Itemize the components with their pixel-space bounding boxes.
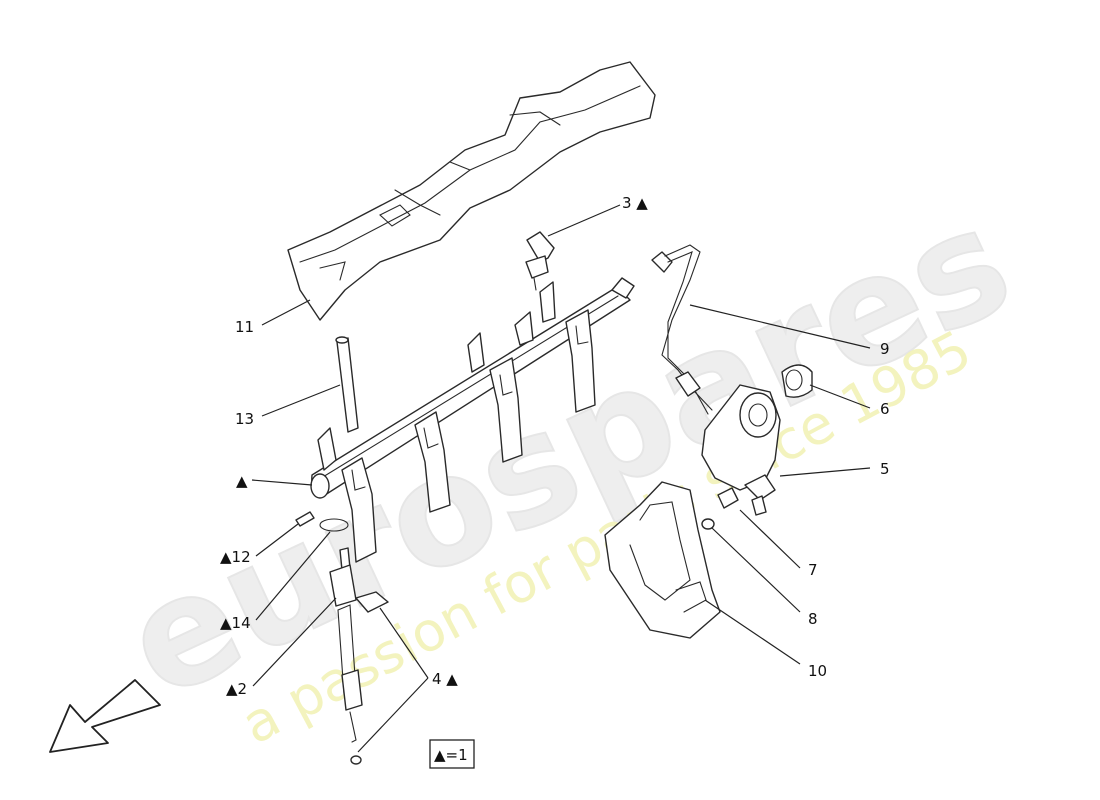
- watermark-brand: eurospares: [102, 174, 1035, 733]
- callout-10: 10: [808, 662, 827, 680]
- fuel-injector: [329, 547, 363, 765]
- rod: [335, 336, 359, 433]
- callout-5: 5: [880, 460, 890, 478]
- watermark: eurospares a passion for parts since 198…: [101, 173, 1036, 756]
- grommet: [355, 591, 389, 613]
- callout-3: 3 ▲: [622, 194, 648, 212]
- legend: ▲=1: [429, 739, 475, 769]
- callout-9: 9: [880, 340, 890, 358]
- callout-11: 11: [235, 318, 254, 336]
- injector-cups: [341, 309, 596, 563]
- callout-12: ▲12: [220, 548, 251, 566]
- leader-lines: [251, 204, 871, 753]
- fuel-rail: [310, 277, 635, 499]
- callout-7: 7: [808, 561, 818, 579]
- callout-13: 13: [235, 410, 254, 428]
- pin-and-o-ring: [295, 511, 349, 532]
- callout-4: 4 ▲: [432, 670, 458, 688]
- pump-cap: [781, 364, 813, 398]
- callout-triangle: ▲: [236, 472, 248, 490]
- callouts: 3 ▲ 11 9 6 13 5 ▲ 7 ▲12 8 ▲14 10 ▲2 4 ▲: [220, 194, 890, 698]
- legend-text: ▲=1: [434, 746, 468, 764]
- legend-box: [429, 739, 475, 769]
- callout-2: ▲2: [226, 680, 247, 698]
- front-direction-arrow-icon: [49, 679, 161, 753]
- callout-6: 6: [880, 400, 890, 418]
- pump-insulator: [604, 481, 721, 639]
- pump-stud-and-washer: [701, 487, 739, 530]
- callout-8: 8: [808, 610, 818, 628]
- high-pressure-pump: [701, 384, 781, 516]
- heat-shield-cover: [287, 61, 656, 321]
- high-pressure-pipe: [651, 244, 713, 415]
- callout-14: ▲14: [220, 614, 251, 632]
- pressure-sensor: [525, 231, 555, 291]
